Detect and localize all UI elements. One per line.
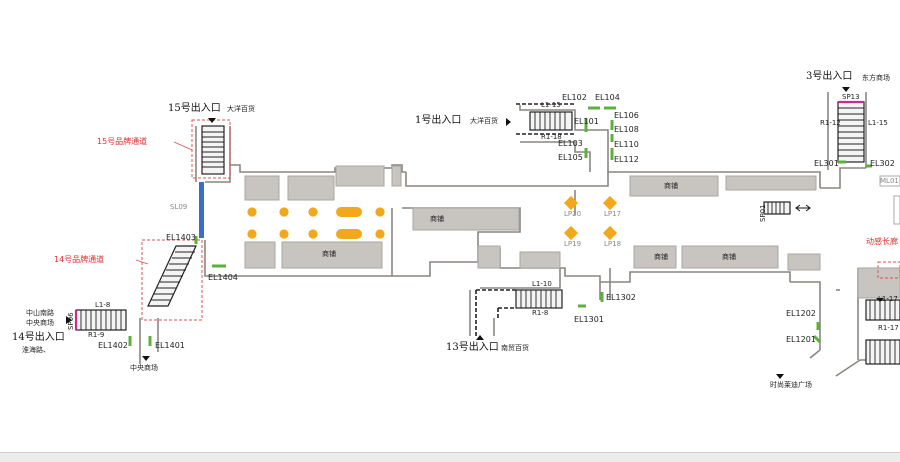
- escalator-stairs: [74, 100, 900, 365]
- code-lp19: LP19: [564, 240, 582, 248]
- sp01-arrow-icon: [795, 204, 811, 212]
- stair-l1-17: L1-17: [878, 295, 898, 303]
- exit-15-label: 15号出入口: [168, 103, 221, 114]
- exit-15-mall-label: 大洋百货: [227, 105, 255, 113]
- ml01-box: [879, 175, 900, 187]
- brand-channel-boxes: [141, 119, 900, 321]
- plaza-label: 时尚莱迪广场: [770, 381, 812, 389]
- arrow-icons: [66, 87, 884, 379]
- code-el1401: EL1401: [155, 341, 185, 350]
- stair-r1-9: R1-9: [88, 331, 105, 339]
- exit-13-mall-label: 南贸百货: [501, 344, 529, 352]
- code-el1301: EL1301: [574, 315, 604, 324]
- exit-13-label: 13号出入口: [446, 342, 499, 353]
- code-el1302: EL1302: [606, 293, 636, 302]
- central-mall-label: 中央商场: [130, 364, 158, 372]
- code-el1202: EL1202: [786, 309, 816, 318]
- code-el110: EL110: [614, 140, 639, 149]
- escalator-markers: [128, 106, 872, 346]
- bottom-scroll-edge: [0, 452, 900, 462]
- code-sl09: SL09: [170, 203, 188, 211]
- code-ml01: ML01: [880, 177, 899, 185]
- shop-label: 商铺: [430, 215, 444, 223]
- exit-3-label: 3号出入口: [806, 71, 853, 82]
- exit-3-mall-label: 东方商场: [862, 74, 890, 82]
- shop-label: 商铺: [322, 250, 336, 258]
- code-el106: EL106: [614, 111, 639, 120]
- orange-pillars: [247, 195, 618, 241]
- code-el102: EL102: [562, 93, 587, 102]
- code-el1404: EL1404: [208, 273, 238, 282]
- right-edge-box: [893, 195, 900, 225]
- exit-1-mall-label: 大洋百货: [470, 117, 498, 125]
- exit-14-road-2-label: 中央商场: [26, 319, 54, 327]
- code-lp17: LP17: [604, 210, 622, 218]
- exit-edges: [475, 103, 575, 336]
- stair-r1-18: R1-18: [541, 133, 562, 141]
- code-el1201: EL1201: [786, 335, 816, 344]
- code-el104: EL104: [595, 93, 620, 102]
- channel-right-label: 动感长廊: [866, 237, 898, 246]
- exit-14-road-1-label: 中山南路: [26, 309, 54, 317]
- shop-label: 商铺: [722, 253, 736, 261]
- stair-l1-10: L1-10: [532, 280, 552, 288]
- code-el1403: EL1403: [166, 233, 196, 242]
- shop-label: 商铺: [664, 182, 678, 190]
- brand-channel-leaders: [135, 141, 193, 265]
- code-el105: EL105: [558, 153, 583, 162]
- code-el112: EL112: [614, 155, 639, 164]
- channel-14-label: 14号品牌通道: [54, 255, 105, 264]
- code-lp18: LP18: [604, 240, 622, 248]
- code-el103: EL103: [558, 139, 583, 148]
- stair-sp01: SP01: [759, 204, 767, 222]
- shop-label: 商铺: [654, 253, 668, 261]
- stair-l1-8: L1-8: [95, 301, 111, 309]
- code-el1402: EL1402: [98, 341, 128, 350]
- exit-14-road-label: 淮海路、: [22, 346, 50, 354]
- stair-r1-8: R1-8: [532, 309, 549, 317]
- exit-1-label: 1号出入口: [415, 115, 462, 126]
- code-lp20: LP20: [564, 210, 582, 218]
- code-el108: EL108: [614, 125, 639, 134]
- code-el101: EL101: [574, 117, 599, 126]
- stair-l1-15: L1-15: [541, 101, 561, 109]
- code-el301: EL301: [814, 159, 839, 168]
- channel-15-label: 15号品牌通道: [97, 137, 148, 146]
- stair-r1-12: R1-12: [820, 119, 841, 127]
- exit-14-label: 14号出入口: [12, 332, 65, 343]
- structure-blocks: [244, 165, 900, 299]
- stair-sp13: SP13: [842, 93, 860, 101]
- sl09-bar: [199, 182, 204, 238]
- code-el302: EL302: [870, 159, 895, 168]
- stair-l1-15b: L1-15: [868, 119, 888, 127]
- stair-sp06: SP06: [67, 312, 75, 330]
- stair-r1-17: R1-17: [878, 324, 899, 332]
